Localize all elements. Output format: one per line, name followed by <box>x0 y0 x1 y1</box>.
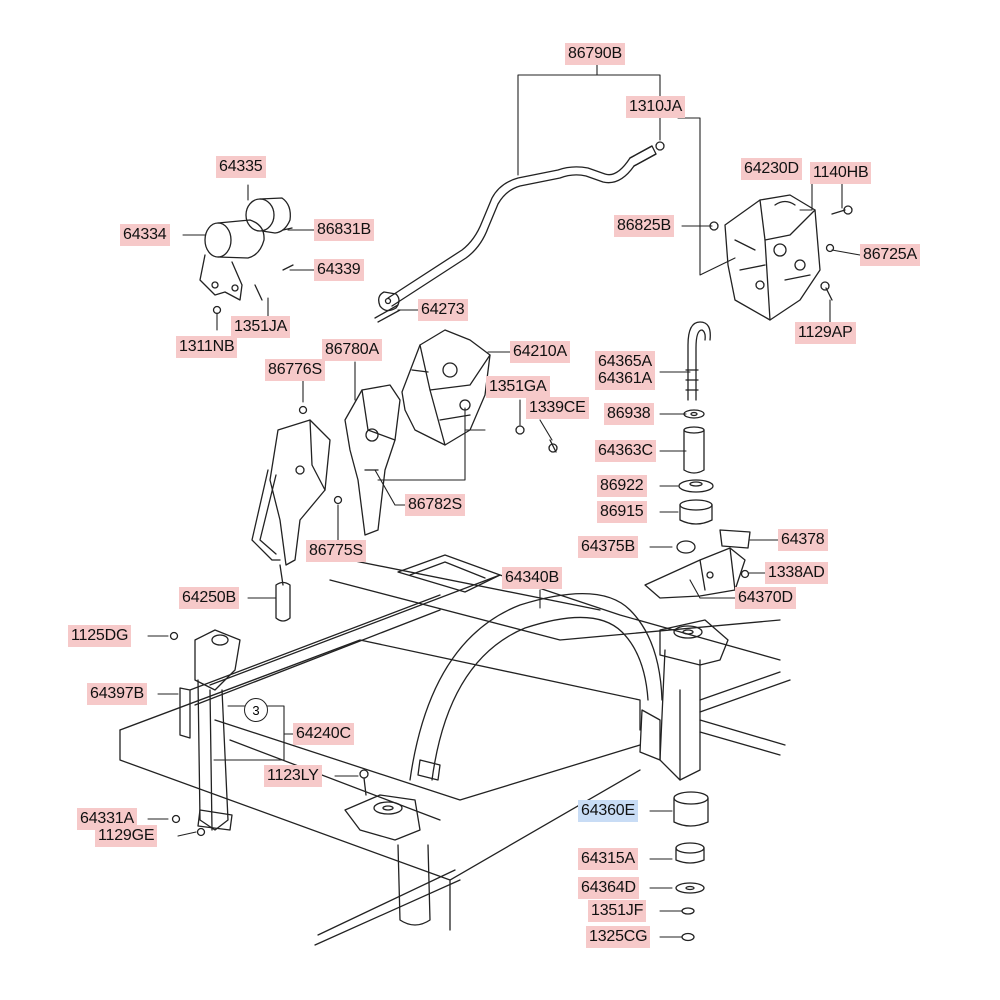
part-label-64334: 64334 <box>120 224 170 246</box>
part-label-64250b: 64250B <box>179 587 239 609</box>
frame-64340b <box>119 554 791 946</box>
part-label-64210a: 64210A <box>510 341 570 363</box>
part-label-1140hb: 1140HB <box>810 162 872 184</box>
part-label-86790b: 86790B <box>565 43 625 65</box>
bracket-64230d <box>709 194 853 321</box>
part-label-64360e[interactable]: 64360E <box>578 800 638 822</box>
part-label-1125dg: 1125DG <box>68 625 132 647</box>
part-label-1338ad: 1338AD <box>765 562 828 584</box>
lever-86780a <box>344 384 401 536</box>
part-label-1339ce: 1339CE <box>526 397 589 419</box>
part-label-86922: 86922 <box>597 475 647 497</box>
part-label-1129ap: 1129AP <box>795 322 856 344</box>
part-label-86782s: 86782S <box>405 494 465 516</box>
part-label-64335: 64335 <box>216 156 266 178</box>
part-label-64375b: 64375B <box>578 536 638 558</box>
clip-64273 <box>374 304 401 323</box>
part-label-64340b: 64340B <box>502 567 562 589</box>
part-label-86825b: 86825B <box>614 215 674 237</box>
bracket-64370d <box>644 529 751 599</box>
part-label-64378: 64378 <box>778 529 828 551</box>
part-label-64365a: 64365A <box>595 351 655 373</box>
part-label-1123ly: 1123LY <box>264 765 322 787</box>
part-label-86938: 86938 <box>604 403 654 425</box>
part-label-64363c: 64363C <box>595 440 656 462</box>
part-label-64370d: 64370D <box>735 587 796 609</box>
lever-64250b <box>251 405 343 622</box>
part-label-64273: 64273 <box>418 299 468 321</box>
part-label-86776s: 86776S <box>265 359 325 381</box>
part-label-64339: 64339 <box>314 259 364 281</box>
mount-64334 <box>199 197 294 315</box>
part-label-1351ja: 1351JA <box>231 316 291 338</box>
part-label-64315a: 64315A <box>578 848 638 870</box>
part-label-86775s: 86775S <box>306 540 366 562</box>
part-label-64364d: 64364D <box>578 877 639 899</box>
part-label-64397b: 64397B <box>87 683 147 705</box>
part-label-86780a: 86780A <box>322 339 382 361</box>
arch-tube <box>409 592 663 781</box>
mount-stack-64365a <box>678 321 714 525</box>
part-label-1351ga: 1351GA <box>486 376 550 398</box>
part-label-1351jf: 1351JF <box>588 900 647 922</box>
part-label-86915: 86915 <box>597 501 647 523</box>
post-right <box>639 619 729 781</box>
part-label-64230d: 64230D <box>741 158 802 180</box>
part-label-1310ja: 1310JA <box>626 96 686 118</box>
bushing-stack-64360e <box>673 791 709 942</box>
callout-number: 3 <box>244 698 268 722</box>
part-label-86725a: 86725A <box>860 244 920 266</box>
part-label-64331a: 64331A <box>77 808 137 830</box>
part-label-64361a: 64361A <box>595 368 655 390</box>
post-center <box>344 769 431 926</box>
part-label-86831b: 86831B <box>314 219 374 241</box>
post-left <box>169 629 241 837</box>
part-label-1325cg: 1325CG <box>586 926 651 948</box>
part-label-1129ge: 1129GE <box>95 825 158 847</box>
part-label-64240c: 64240C <box>293 723 354 745</box>
rod-86790b <box>378 141 665 312</box>
part-label-1311nb: 1311NB <box>176 336 238 358</box>
bracket-64210a <box>401 329 558 453</box>
